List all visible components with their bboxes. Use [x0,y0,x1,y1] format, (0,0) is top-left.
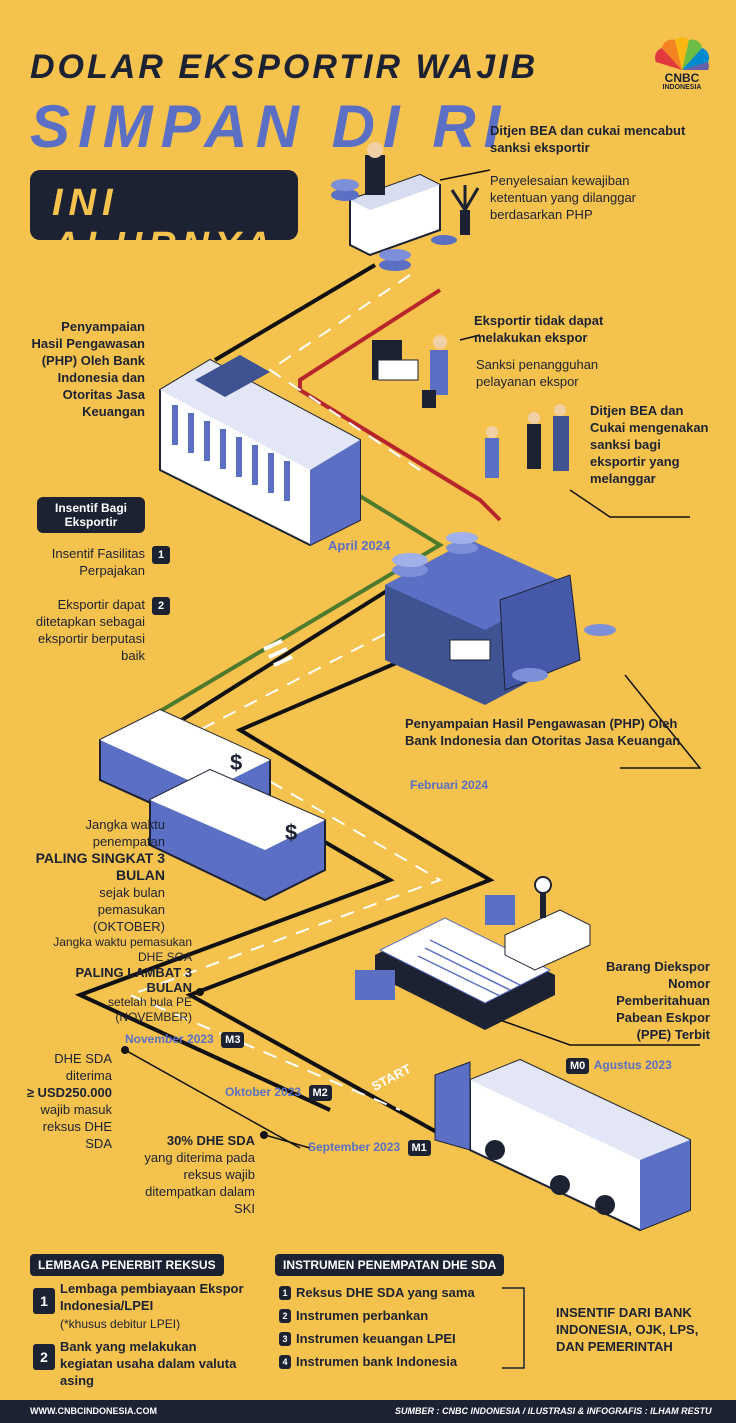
officers-illustration [372,335,569,478]
money-stack-illustration: $ $ [99,708,326,902]
peacock-icon [654,37,710,70]
lembaga-2-title: Bank yang melakukan kegiatan usaha dalam… [60,1339,237,1388]
title-line3: INI ALURNYA [52,182,277,267]
document-illustration [355,876,591,1030]
m2-date: Oktober 2023 [225,1085,302,1099]
road-top-black [213,263,377,362]
lembaga-2-num: 2 [33,1344,55,1370]
insentif-2-num: 2 [152,597,170,615]
php-left: Penyampaian Hasil Pengawasan (PHP) Oleh … [31,319,145,419]
februari-label: Februari 2024 [410,778,489,792]
svg-text:$: $ [230,750,242,775]
dhe-b: ≥ USD250.000 [26,1085,112,1100]
insentif-1: Insentif Fasilitas Perpajakan [51,546,145,578]
dhe-a: DHE SDA diterima [54,1051,112,1083]
lembaga-1-note: (*khusus debitur LPEI) [60,1317,181,1331]
ditjen-top-desc: Penyelesaian kewajiban ketentuan yang di… [490,173,637,222]
office-desk-illustration [331,142,480,271]
pointer-m3 [124,1049,301,1149]
m1-date: September 2023 [308,1140,401,1154]
pointer-barang [499,1019,700,1046]
m0-badge: M0 [566,1058,590,1074]
instrumen-head: INSTRUMEN PENEMPATAN DHE SDA [275,1254,505,1276]
insentif-pemerintah: INSENTIF DARI BANK INDONESIA, OJK, LPS, … [556,1305,699,1354]
dot-jangka2 [196,988,204,996]
title-line2: SIMPAN DI RI [30,93,509,160]
vault-illustration [385,532,616,705]
ditjen-top-title: Ditjen BEA dan cukai mencabut sanksi eks… [490,123,686,155]
instrumen-1-label: Reksus DHE SDA yang sama [296,1285,475,1300]
road-dash-1 [268,274,421,471]
cnbc-logo: CNBC INDONESIA [648,32,716,94]
pointer-ditjen [439,169,491,181]
instrumen-3-label: Instrumen keuangan LPEI [296,1331,456,1346]
footer-website: WWW.CNBCINDONESIA.COM [30,1406,157,1416]
m1-row: September 2023 M1 [308,1138,431,1156]
jangka1-c: sejak bulan pemasukan (OKTOBER) [93,885,165,934]
m1-badge: M1 [407,1140,431,1156]
m2-row: Oktober 2023 M2 [225,1083,332,1101]
instrumen-4-label: Instrumen bank Indonesia [296,1354,458,1369]
m3-date: November 2023 [125,1032,214,1046]
jangka2-a: Jangka waktu pemasukan DHE SOA [53,935,192,964]
footer-credit: SUMBER : CNBC INDONESIA / ILUSTRASI & IN… [395,1406,712,1416]
title-line1: DOLAR EKSPORTIR WAJIB [30,48,539,86]
instrumen-2-num: 2 [279,1309,291,1323]
road-black-left [74,568,422,1112]
m3-badge: M3 [221,1032,245,1048]
lembaga-1-title: Lembaga pembiayaan Ekspor Indonesia/LPEI [60,1281,244,1313]
instrumen-4-num: 4 [279,1355,291,1369]
m0-row: M0 Agustus 2023 [566,1056,672,1074]
instrumen-bracket [502,1287,525,1369]
insentif-1-num: 1 [152,546,170,564]
svg-text:$: $ [285,820,297,845]
barang-text: Barang Diekspor Nomor Pemberitahuan Pabe… [605,959,710,1042]
eksportir-desc: Sanksi penangguhan pelayanan ekspor [476,357,599,389]
eksportir-title: Eksportir tidak dapat melakukan ekspor [474,313,604,345]
pointer-sanksi [569,489,690,518]
dhe-c: wajib masuk reksus DHE SDA [40,1102,112,1151]
insentif-head: Insentif Bagi Eksportir [37,497,145,533]
footer: WWW.CNBCINDONESIA.COM SUMBER : CNBC INDO… [0,1400,736,1423]
php-right: Penyampaian Hasil Pengawasan (PHP) Oleh … [405,716,681,748]
jangka1-a: Jangka waktu penempatan [85,817,166,849]
april-label: April 2024 [328,538,391,553]
pointer-m1 [264,1134,311,1149]
pct-a: 30% DHE SDA [166,1133,255,1148]
m0-date: Agustus 2023 [593,1058,672,1072]
insentif-2: Eksportir dapat ditetapkan sebagai ekspo… [35,597,145,663]
logo-sub: INDONESIA [662,84,702,91]
pointer-php-right [620,674,702,769]
instrumen-1-num: 1 [279,1286,291,1300]
ditjen-sanksi: Ditjen BEA dan Cukai mengenakan sanksi b… [590,403,709,486]
jangka2-c: setelah bula PE (NOVEMBER) [107,995,192,1024]
jangka1-b: PALING SINGKAT 3 BULAN [35,850,165,883]
road-green [118,488,444,737]
truck-illustration [434,1058,691,1232]
lembaga-head: LEMBAGA PENERBIT REKSUS [30,1254,224,1276]
m3-row: November 2023 M3 [125,1030,245,1048]
road-dash-2 [127,589,471,1111]
instrumen-2-label: Instrumen perbankan [296,1308,429,1323]
crosswalk [263,638,293,668]
bank-building-illustration [159,355,361,547]
pointer-eksportir [459,334,481,341]
m2-badge: M2 [308,1085,332,1101]
title-line3-box: INI ALURNYA [30,170,298,267]
road-black-mid [185,608,521,1147]
logo-name: CNBC [664,71,700,85]
dot-pct [260,1131,268,1139]
dot-m3 [121,1046,129,1054]
jangka2-b: PALING LAMBAT 3 BULAN [75,965,192,995]
instrumen-3-num: 3 [279,1332,291,1346]
lembaga-1-num: 1 [33,1288,55,1314]
pct-b: yang diterima pada reksus wajib ditempat… [144,1150,255,1216]
